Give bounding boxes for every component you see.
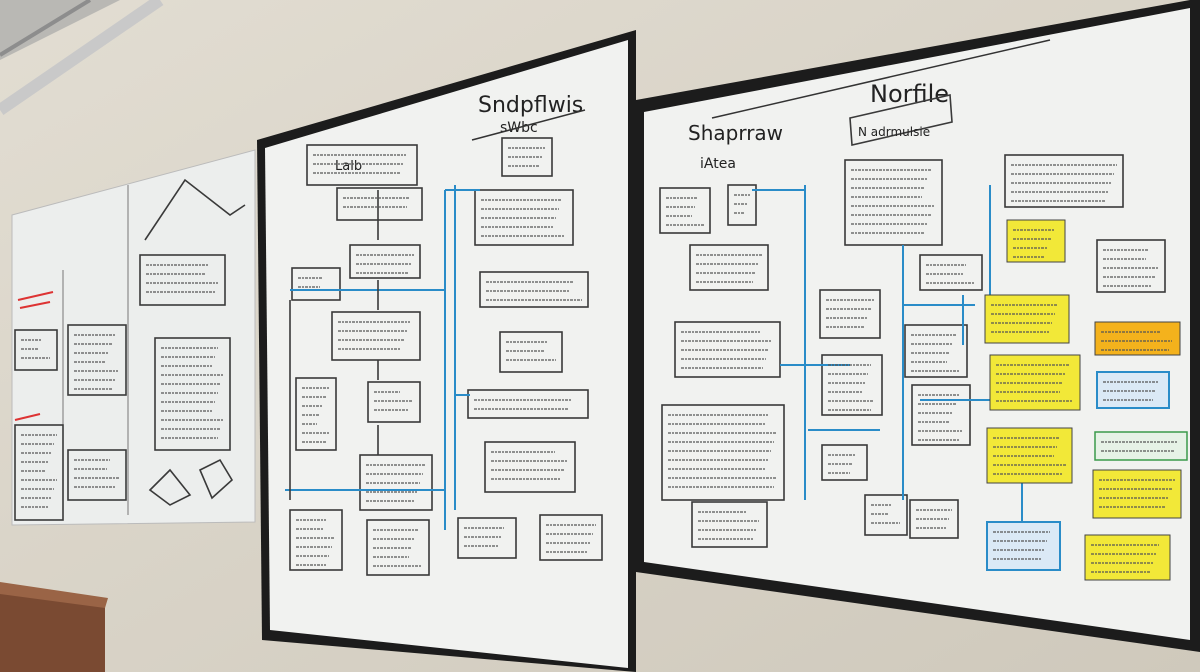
middle-board-title: Sndpflwis — [478, 93, 583, 118]
left-whiteboard — [11, 149, 256, 526]
handwritten-scribbles — [21, 147, 1177, 573]
right-board-subtitle: Shaprraw — [688, 121, 783, 145]
right-header-box-label: N adrmulsie — [858, 125, 930, 139]
middle-first-box-label: Lalb — [335, 159, 362, 174]
cabinet — [0, 582, 108, 672]
middle-whiteboard: Sndpflwis sWbc Lalb — [257, 30, 636, 672]
right-board-sub-label: iAtea — [700, 156, 736, 172]
ceiling-pipe — [0, 0, 164, 115]
right-board-title: Norfile — [870, 80, 949, 108]
right-whiteboard: Norfile Shaprraw iAtea N adrmulsie — [636, 0, 1200, 652]
